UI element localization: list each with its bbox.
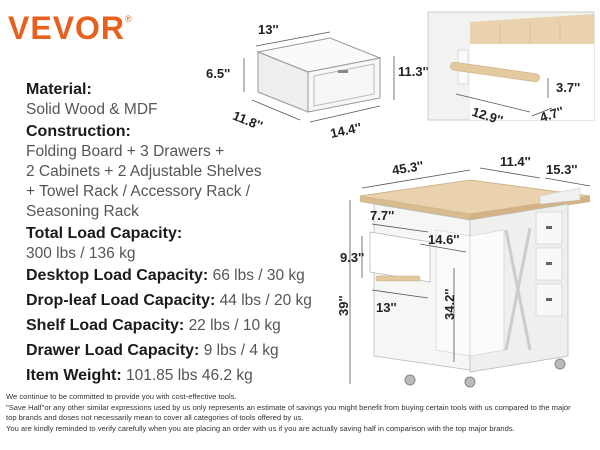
cart-shelf-height-label: 7.7'' xyxy=(370,208,394,223)
spec-item-weight: Item Weight: 101.85 lbs 46.2 kg xyxy=(26,366,253,386)
construction-line: 2 Cabinets + 2 Adjustable Shelves xyxy=(26,163,262,180)
cart-rack-width-label: 13'' xyxy=(376,300,397,315)
wheel xyxy=(404,374,416,386)
dropleaf-load-value: 44 lbs / 20 kg xyxy=(219,292,312,309)
disclaimer-line: top brands and doses not necessarily mea… xyxy=(6,413,304,422)
total-load-label: Total Load Capacity: xyxy=(26,225,183,242)
desktop-load-value: 66 lbs / 30 kg xyxy=(212,267,305,284)
side-rack xyxy=(369,231,431,283)
material-value: Solid Wood & MDF xyxy=(26,101,158,118)
kitchen-cart-illustration xyxy=(359,179,591,388)
construction-line: Seasoning Rack xyxy=(26,203,139,220)
drawer-length-label: 14.4'' xyxy=(329,120,363,141)
drawer-dimension-lines xyxy=(243,31,395,123)
drawer-depth-label: 11.8'' xyxy=(231,108,265,133)
drawer-front-panel xyxy=(313,63,375,107)
disclaimer-line: We continue to be committed to provide y… xyxy=(6,392,237,401)
drawer-front xyxy=(307,57,381,113)
cart-rack-height-label: 9.3'' xyxy=(340,250,364,265)
spec-total-load: Total Load Capacity: 300 lbs / 136 kg xyxy=(26,224,182,264)
cart-leaf-label: 11.4'' xyxy=(500,154,531,169)
total-load-value: 300 lbs / 136 kg xyxy=(26,245,136,262)
wheel xyxy=(464,376,476,388)
cart-depth-label: 15.3'' xyxy=(546,162,577,177)
cart-shelf-width-label: 14.6'' xyxy=(428,232,459,247)
towel-rack-height-label: 3.7'' xyxy=(556,80,580,95)
disclaimer-line: You are kindly reminded to verify carefu… xyxy=(6,423,515,433)
desktop-load-label: Desktop Load Capacity: xyxy=(26,267,209,284)
construction-line: Folding Board + 3 Drawers + xyxy=(26,143,225,160)
cart-dimension-lines xyxy=(349,167,591,384)
drawer-load-value: 9 lbs / 4 kg xyxy=(203,342,279,359)
spec-shelf-load: Shelf Load Capacity: 22 lbs / 10 kg xyxy=(26,316,281,336)
towel-rack-inset xyxy=(427,11,595,121)
drawer-width-label: 13'' xyxy=(258,22,279,37)
spec-dropleaf-load: Drop-leaf Load Capacity: 44 lbs / 20 kg xyxy=(26,291,312,311)
disclaimer-line: "Save Half"or any other similar expressi… xyxy=(6,402,571,412)
towel-rack-dimension-lines xyxy=(455,78,553,117)
registered-mark: ® xyxy=(125,14,133,24)
cart-total-height-label: 39'' xyxy=(336,295,351,316)
logo-text: VEVOR xyxy=(8,10,126,46)
shelf-load-value: 22 lbs / 10 kg xyxy=(188,317,281,334)
drawer-height-label: 11.3'' xyxy=(398,64,429,79)
spec-desktop-load: Desktop Load Capacity: 66 lbs / 30 kg xyxy=(26,266,305,286)
cart-width-label: 45.3'' xyxy=(391,158,424,178)
wheel xyxy=(554,358,566,370)
item-weight-label: Item Weight: xyxy=(26,367,122,384)
construction-line: + Towel Rack / Accessory Rack / xyxy=(26,183,251,200)
drawer-illustration xyxy=(256,37,382,113)
material-label: Material: xyxy=(26,81,92,98)
towel-bar xyxy=(450,61,540,83)
vevor-logo: VEVOR® xyxy=(8,10,133,47)
drawer-load-label: Drawer Load Capacity: xyxy=(26,342,200,359)
drawer-front-height-label: 6.5'' xyxy=(206,66,230,81)
spec-construction: Construction: Folding Board + 3 Drawers … xyxy=(26,122,262,222)
shelf-load-label: Shelf Load Capacity: xyxy=(26,317,185,334)
spec-drawer-load: Drawer Load Capacity: 9 lbs / 4 kg xyxy=(26,341,279,361)
construction-label: Construction: xyxy=(26,123,131,140)
cart-body-height-label: 34.2'' xyxy=(442,289,457,320)
towel-rack-depth-label: 4.7'' xyxy=(538,103,566,125)
spec-material: Material: Solid Wood & MDF xyxy=(26,80,158,120)
dropleaf-load-label: Drop-leaf Load Capacity: xyxy=(26,292,216,309)
drawer-handle xyxy=(338,70,348,73)
item-weight-value: 101.85 lbs 46.2 kg xyxy=(126,367,253,384)
